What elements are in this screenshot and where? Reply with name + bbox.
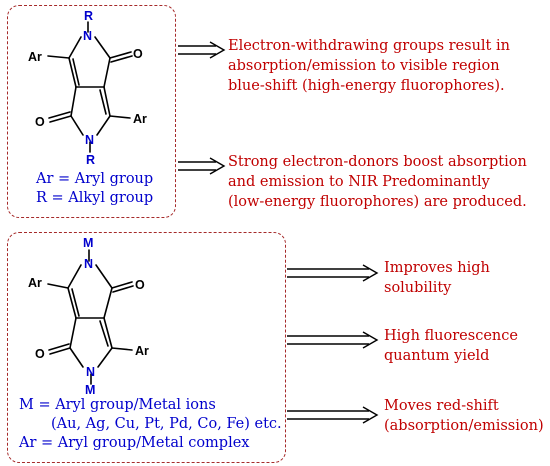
top-ar-bottom-label: Ar xyxy=(133,112,147,126)
double-arrow-icon xyxy=(178,41,226,59)
bottom-m-top-label: M xyxy=(83,236,93,250)
note-line: (absorption/emission) xyxy=(384,418,544,434)
note-line: Strong electron-donors boost absorption xyxy=(228,154,527,170)
double-arrow-icon xyxy=(287,406,379,424)
bottom-o-left-label: O xyxy=(35,347,45,361)
bottom-ar-top-label: Ar xyxy=(28,276,42,290)
top-r-bottom-label: R xyxy=(86,153,95,166)
top-o-right-label: O xyxy=(133,47,143,61)
note-line: (low-energy fluorophores) are produced. xyxy=(228,194,527,210)
bottom-m-bottom-label: M xyxy=(85,383,95,394)
bottom-definition-line: Ar = Aryl group/Metal complex xyxy=(19,435,250,451)
note-red-shift: Moves red-shift (absorption/emission) xyxy=(384,396,544,436)
double-arrow-icon xyxy=(287,331,379,349)
top-n-bottom-label: N xyxy=(85,133,94,147)
top-n-top-label: N xyxy=(83,29,92,43)
bottom-n-bottom-label: N xyxy=(86,365,95,379)
top-structure-panel xyxy=(7,5,176,218)
bottom-definition-line: (Au, Ag, Cu, Pt, Pd, Co, Fe) etc. xyxy=(51,416,282,432)
bottom-structure-panel xyxy=(7,232,286,463)
double-arrow-icon xyxy=(178,157,226,175)
bottom-n-top-label: N xyxy=(84,257,93,271)
bottom-o-right-label: O xyxy=(135,278,145,292)
bottom-definitions: M = Aryl group/Metal ions (Au, Ag, Cu, P… xyxy=(19,396,282,453)
note-electron-donors: Strong electron-donors boost absorption … xyxy=(228,152,527,212)
note-line: solubility xyxy=(384,280,452,296)
note-solubility: Improves high solubility xyxy=(384,258,490,298)
note-line: absorption/emission to visible region xyxy=(228,58,500,74)
note-line: Improves high xyxy=(384,260,490,276)
top-definition-line: Ar = Aryl group xyxy=(36,171,154,187)
note-line: and emission to NIR Predominantly xyxy=(228,174,490,190)
note-line: quantum yield xyxy=(384,348,490,364)
note-line: High fluorescence xyxy=(384,328,518,344)
note-line: Electron-withdrawing groups result in xyxy=(228,38,510,54)
bottom-dpp-structure: M N O Ar O N Ar M xyxy=(28,236,149,394)
double-arrow-icon xyxy=(287,264,379,282)
bottom-definition-line: M = Aryl group/Metal ions xyxy=(19,397,216,413)
note-line: blue-shift (high-energy fluorophores). xyxy=(228,78,505,94)
top-definitions: Ar = Aryl group R = Alkyl group xyxy=(36,170,153,208)
top-dpp-structure: N R O Ar O N Ar R xyxy=(28,9,147,166)
top-ar-top-label: Ar xyxy=(28,50,42,64)
note-electron-withdrawing: Electron-withdrawing groups result in ab… xyxy=(228,36,510,96)
top-r-top-label: R xyxy=(84,9,93,23)
note-line: Moves red-shift xyxy=(384,398,499,414)
note-quantum-yield: High fluorescence quantum yield xyxy=(384,326,518,366)
bottom-ar-bottom-label: Ar xyxy=(135,344,149,358)
top-o-left-label: O xyxy=(35,115,45,129)
top-definition-line: R = Alkyl group xyxy=(36,190,154,206)
